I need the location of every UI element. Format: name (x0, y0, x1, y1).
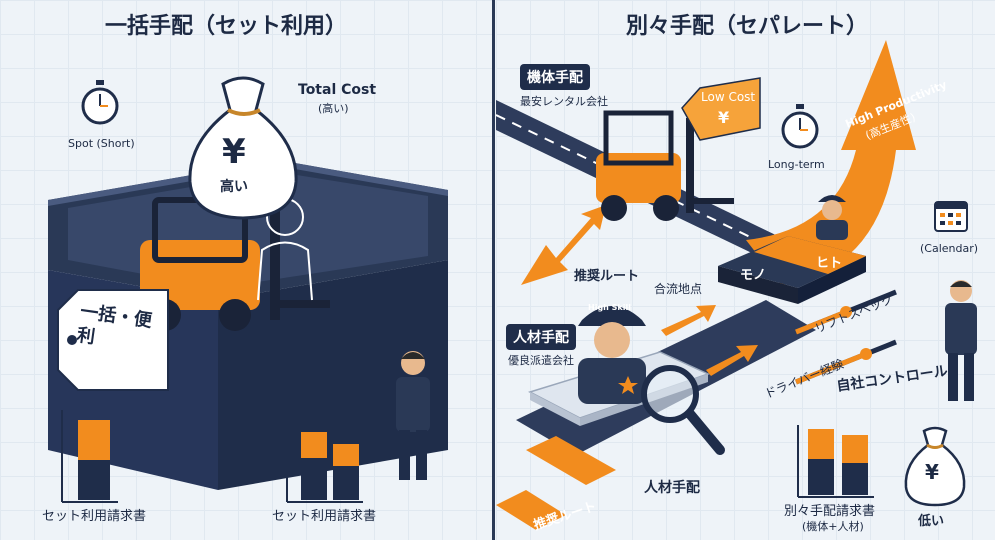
bag-low-label: 低い (918, 514, 945, 529)
forklift-arrangement-sub: 最安レンタル会社 (520, 95, 608, 108)
separate-invoice-label: 別々手配請求書 (784, 504, 876, 519)
staff-arrangement-sub: 優良派遣会社 (508, 354, 574, 367)
bag-yen-symbol: ¥ (925, 460, 939, 484)
forklift-icon (596, 110, 734, 221)
money-bag-icon (188, 76, 298, 220)
calendar-label: (Calendar) (920, 242, 979, 255)
merge-point-label: 合流地点 (654, 282, 703, 296)
low-cost-tag (681, 77, 761, 141)
low-cost-yen: ¥ (718, 108, 730, 127)
left-panel-bulk-arrangement: 一括手配（セット利用） Spot (Short) Total Cost (高い)… (0, 0, 492, 540)
businessman-figure (396, 351, 430, 480)
invoice-bar-chart (797, 425, 874, 498)
bag-high-label: 高い (220, 179, 248, 195)
money-bag-icon (904, 426, 966, 507)
separate-invoice-sub: (機体+人材) (802, 520, 864, 533)
spot-label: Spot (Short) (68, 137, 135, 150)
skilled-worker-icon (578, 306, 646, 404)
stopwatch-icon (81, 80, 119, 125)
forklift-arrangement-tag: 機体手配 (520, 64, 590, 90)
invoice-label-1: セット利用請求書 (42, 509, 147, 524)
low-cost-label: Low Cost (701, 90, 756, 104)
recommended-route-label: 推奨ルート (574, 269, 640, 284)
worker-icon (816, 195, 848, 240)
right-title: 別々手配（セパレート） (626, 14, 869, 39)
panel-divider (492, 0, 495, 540)
staff-arrangement-tag: 人材手配 (506, 324, 576, 350)
price-tag (57, 289, 169, 391)
invoice-bar-chart-1 (61, 410, 118, 503)
high-skill-badge: High Skill (588, 303, 631, 312)
staff-arrangement-label: 人材手配 (644, 480, 700, 496)
left-title: 一括手配（セット利用） (105, 14, 348, 39)
bag-yen-symbol: ¥ (222, 132, 246, 172)
puzzle-mono-label: モノ (740, 268, 767, 283)
right-panel-separate-arrangement: 別々手配（セパレート） 機体手配 最安レンタル会社 Low Cost ¥ (496, 0, 995, 540)
invoice-bar-chart-2 (286, 420, 363, 503)
puzzle-platform (718, 236, 866, 304)
total-cost-label: Total Cost (298, 82, 377, 98)
puzzle-hito-label: ヒト (816, 256, 843, 271)
control-sliders (795, 289, 897, 385)
long-term-label: Long-term (768, 158, 825, 171)
calendar-icon (934, 201, 968, 232)
invoice-label-2: セット利用請求書 (272, 509, 377, 524)
stopwatch-icon (781, 104, 819, 149)
businessman-figure (945, 280, 977, 401)
total-cost-sub: (高い) (318, 102, 349, 115)
magnifier-icon (641, 365, 725, 455)
